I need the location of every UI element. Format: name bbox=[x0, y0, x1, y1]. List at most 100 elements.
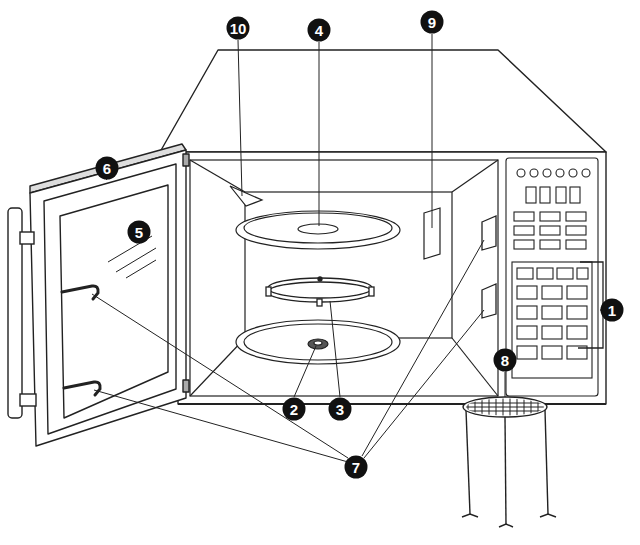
callout-number-text: 6 bbox=[95, 156, 119, 180]
callout-number-text: 10 bbox=[226, 16, 250, 40]
callout-circle bbox=[283, 398, 306, 421]
control-panel-part bbox=[517, 268, 533, 279]
floor-plate bbox=[236, 320, 400, 364]
door-part bbox=[116, 248, 156, 272]
control-panel-part bbox=[526, 187, 536, 203]
control-panel-part bbox=[556, 187, 566, 203]
control-panel bbox=[506, 158, 598, 396]
floor-plate-part bbox=[314, 341, 322, 345]
cavity-part bbox=[190, 160, 245, 192]
control-panel-part bbox=[566, 212, 586, 221]
callout-circle bbox=[421, 11, 444, 34]
door-part bbox=[183, 154, 189, 166]
leader-lines-part bbox=[364, 310, 484, 458]
callout-number: 7 bbox=[344, 455, 368, 479]
leader-lines-part bbox=[94, 390, 348, 462]
leader-lines-part bbox=[432, 34, 433, 228]
grill-rack-part bbox=[466, 410, 470, 514]
control-panel-part bbox=[514, 240, 534, 249]
leader-lines-part bbox=[92, 294, 348, 458]
control-panel-part bbox=[530, 169, 538, 177]
grill-rack-part-part bbox=[460, 407, 550, 408]
control-panel-part bbox=[540, 226, 560, 235]
control-panel-part bbox=[542, 326, 562, 339]
door-handle-part bbox=[20, 232, 34, 244]
door-part bbox=[44, 164, 176, 434]
grill-rack-part bbox=[499, 524, 513, 527]
control-panel-part bbox=[569, 169, 577, 177]
control-panel-part bbox=[506, 158, 598, 396]
cavity-part bbox=[190, 160, 498, 396]
callout-number-text: 9 bbox=[420, 10, 444, 34]
control-panel-part bbox=[517, 286, 537, 299]
callout-circle bbox=[601, 299, 624, 322]
roller-ring-part bbox=[266, 287, 271, 296]
door-latch-holes-part bbox=[482, 216, 496, 250]
control-panel-part bbox=[517, 306, 537, 319]
callout-number-text: 5 bbox=[127, 220, 151, 244]
cavity-part bbox=[452, 160, 498, 192]
callout-number-text: 8 bbox=[493, 348, 517, 372]
bracket-part bbox=[578, 262, 603, 348]
control-panel-part bbox=[514, 212, 534, 221]
glass-tray-part bbox=[244, 213, 392, 243]
control-panel-part bbox=[542, 286, 562, 299]
grill-rack-part bbox=[462, 514, 478, 517]
control-panel-part bbox=[542, 346, 562, 359]
control-panel-part bbox=[514, 226, 534, 235]
control-panel-part bbox=[517, 346, 537, 359]
callout-number-text: 3 bbox=[328, 397, 352, 421]
callout-number-text: 7 bbox=[344, 455, 368, 479]
control-panel-part bbox=[537, 268, 553, 279]
control-panel-part bbox=[566, 226, 586, 235]
control-panel-part bbox=[582, 169, 590, 177]
grill-rack-part bbox=[460, 395, 550, 420]
door-part bbox=[60, 185, 168, 418]
glass-tray-part bbox=[298, 224, 338, 234]
door-hooks-part bbox=[64, 382, 100, 395]
roller-ring-part bbox=[318, 277, 322, 281]
control-panel-part bbox=[542, 306, 562, 319]
control-panel-part bbox=[556, 169, 564, 177]
callout-number: 6 bbox=[95, 156, 119, 180]
control-panel-part bbox=[512, 262, 592, 378]
leader-lines-part bbox=[362, 240, 484, 456]
grill-rack-part bbox=[540, 514, 556, 517]
control-panel-part bbox=[570, 187, 580, 203]
control-panel-part bbox=[540, 240, 560, 249]
callout-circle bbox=[308, 19, 331, 42]
floor-plate-part bbox=[308, 339, 328, 349]
grill-rack-part-part bbox=[460, 411, 550, 412]
door-part bbox=[30, 150, 186, 446]
roller-ring-part bbox=[369, 287, 374, 296]
callout-number: 5 bbox=[127, 220, 151, 244]
grill-rack-part bbox=[505, 417, 506, 524]
callout-number: 4 bbox=[307, 18, 331, 42]
control-panel-part bbox=[567, 306, 587, 319]
leader-lines bbox=[92, 34, 505, 462]
callout-number: 8 bbox=[493, 348, 517, 372]
glass-tray-part bbox=[236, 211, 400, 249]
callout-circle bbox=[128, 221, 151, 244]
callout-number: 9 bbox=[420, 10, 444, 34]
door-part bbox=[126, 260, 156, 278]
grill-rack bbox=[460, 395, 556, 527]
door-handle bbox=[8, 208, 36, 418]
leader-lines-part bbox=[238, 40, 242, 196]
glass-tray bbox=[236, 211, 400, 249]
door-handle-part bbox=[20, 394, 36, 406]
leader-lines-part bbox=[319, 42, 320, 226]
control-panel-part bbox=[540, 187, 550, 203]
leader-lines-part bbox=[330, 301, 340, 397]
control-panel-part bbox=[540, 212, 560, 221]
control-panel-part bbox=[567, 326, 587, 339]
cabinet bbox=[160, 50, 606, 404]
callout-circle bbox=[96, 157, 119, 180]
door-hooks bbox=[62, 286, 100, 395]
control-panel-part bbox=[517, 169, 525, 177]
roller-ring-part bbox=[268, 278, 372, 298]
roller-ring bbox=[266, 277, 374, 306]
cabinet-part bbox=[160, 50, 606, 152]
